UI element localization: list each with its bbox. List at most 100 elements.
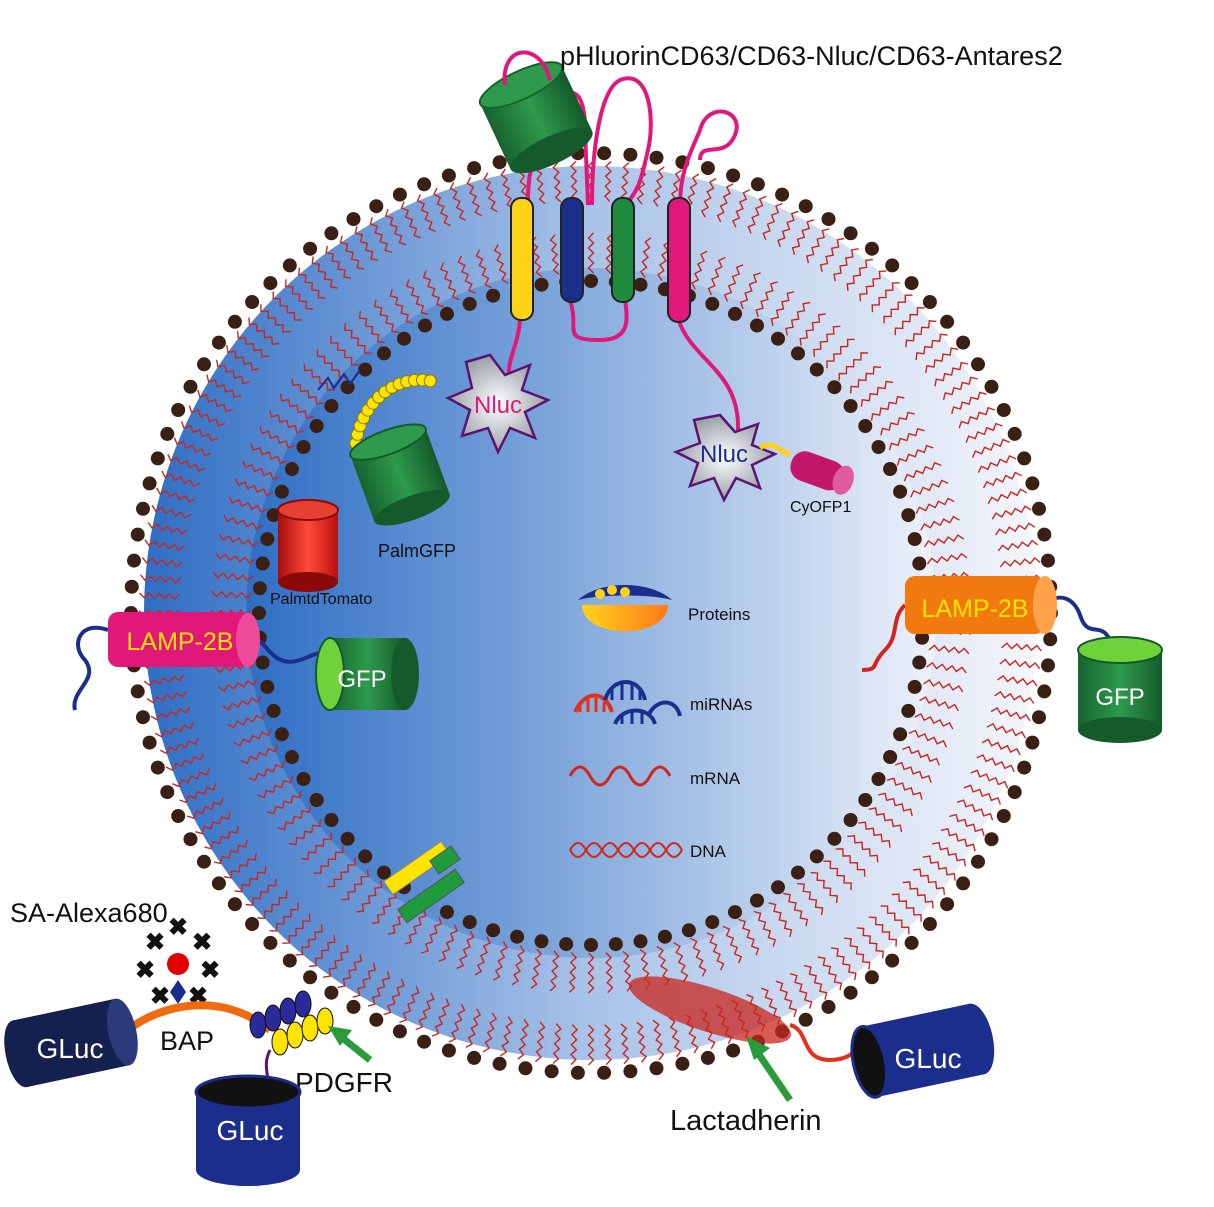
lipid-tail <box>690 937 707 977</box>
lipid-tail <box>257 890 288 920</box>
lipid-tail <box>282 913 311 944</box>
lipid-tail <box>172 768 211 788</box>
nluc-right: Nluc <box>672 413 779 503</box>
lipid-tail <box>958 406 996 429</box>
lipid-tail <box>140 574 181 584</box>
lipid-tail <box>783 892 809 927</box>
lipid-tail <box>777 210 799 248</box>
phluorin-cylinder <box>478 61 593 174</box>
lipid-headgroup <box>127 553 141 568</box>
lipid-headgroup <box>984 379 999 394</box>
lipid-headgroup <box>255 556 270 571</box>
lipid-tail <box>995 522 1036 536</box>
lipid-tail <box>530 948 543 989</box>
lipid-headgroup <box>252 606 266 620</box>
lipid-headgroup <box>798 1012 813 1027</box>
lipid-headgroup <box>534 277 549 292</box>
lipid-tail <box>211 590 253 599</box>
lipid-tail <box>894 306 925 336</box>
lipid-tail <box>860 380 894 407</box>
lipid-tail <box>982 471 1023 489</box>
lipid-headgroup <box>467 1050 482 1065</box>
lipid-headgroup <box>227 314 242 329</box>
lipid-tail <box>903 461 942 482</box>
lipid-tail <box>981 738 1021 756</box>
lactadherin-arrowhead <box>746 1036 770 1060</box>
lipid-headgroup <box>726 1043 741 1058</box>
lipid-headgroup <box>623 147 638 162</box>
lipid-tail <box>570 1024 579 1066</box>
palmgfp-cylinder <box>349 423 450 526</box>
lipid-tail <box>587 232 595 274</box>
lipid-headgroup <box>901 703 916 718</box>
lipid-headgroup <box>510 929 525 944</box>
lipid-tail <box>339 235 365 270</box>
lipid-headgroup <box>441 1043 456 1058</box>
lipid-tail <box>914 712 954 730</box>
lipid-tail <box>405 279 429 316</box>
lipid-headgroup <box>775 187 790 202</box>
lipid-headgroup <box>252 581 267 596</box>
palmtdtomato-cylinder <box>277 499 339 592</box>
lipid-headgroup <box>649 150 664 165</box>
proteins-icon <box>578 585 672 632</box>
lipid-headgroup <box>467 161 482 176</box>
lipid-headgroup <box>705 915 720 930</box>
lipid-headgroup <box>309 419 324 433</box>
lipid-headgroup <box>871 440 886 454</box>
lipid-headgroup <box>534 934 549 949</box>
lipid-headgroup <box>633 934 648 949</box>
lipid-headgroup <box>296 440 311 454</box>
lipid-headgroup <box>791 865 805 880</box>
lipid-headgroup <box>1032 710 1046 725</box>
lipid-tail <box>805 228 830 264</box>
lipid-headgroup <box>871 772 886 786</box>
lipid-tail <box>212 571 254 582</box>
lipid-headgroup <box>462 296 477 311</box>
lipid-tail <box>870 395 905 421</box>
lipid-headgroup <box>462 915 477 930</box>
lipid-headgroup <box>1025 735 1040 750</box>
pdgfr-arrowhead <box>328 1026 352 1046</box>
lipid-tail <box>138 592 180 601</box>
mrna-label: mRNA <box>690 769 741 788</box>
lipid-headgroup <box>197 854 211 869</box>
svg-text:✖: ✖ <box>192 929 212 956</box>
lipid-tail <box>404 908 427 945</box>
lipid-tail <box>250 443 288 465</box>
lipid-headgroup <box>984 832 999 847</box>
lipid-tail <box>908 729 948 748</box>
lipid-tail <box>313 845 344 874</box>
lipid-tail <box>535 163 546 205</box>
lipid-tail <box>288 819 322 846</box>
lipid-headgroup <box>901 508 916 523</box>
lipid-tail <box>223 852 257 879</box>
lipid-tail <box>337 954 363 989</box>
lipid-tail <box>657 240 671 281</box>
lipid-tail <box>141 556 183 568</box>
lipid-tail <box>448 1003 466 1043</box>
lipid-headgroup <box>798 199 813 214</box>
lipid-tail <box>438 924 459 962</box>
lipid-tail <box>926 552 968 565</box>
lipid-tail <box>902 745 940 766</box>
lamp2b-left-label: LAMP-2B <box>127 628 234 656</box>
gluc-left-cylinder <box>4 998 138 1088</box>
lipid-headgroup <box>1017 451 1032 466</box>
lipid-headgroup <box>843 226 858 241</box>
svg-text:✖: ✖ <box>135 957 155 984</box>
lipid-headgroup <box>843 399 858 413</box>
pdgfr-arrow <box>337 1033 373 1063</box>
lipid-tail <box>823 860 852 891</box>
lipid-tail <box>215 552 256 565</box>
lipid-headgroup <box>171 809 186 823</box>
lipid-headgroup <box>843 985 858 1000</box>
lipid-tail <box>859 270 887 302</box>
lipid-tail <box>369 217 393 253</box>
lipid-headgroup <box>260 532 275 547</box>
dna-icon <box>569 842 683 858</box>
lipid-tail <box>883 294 913 324</box>
lipid-tail <box>896 444 934 466</box>
lipid-tail <box>457 255 476 294</box>
lipid-tail <box>722 925 743 964</box>
